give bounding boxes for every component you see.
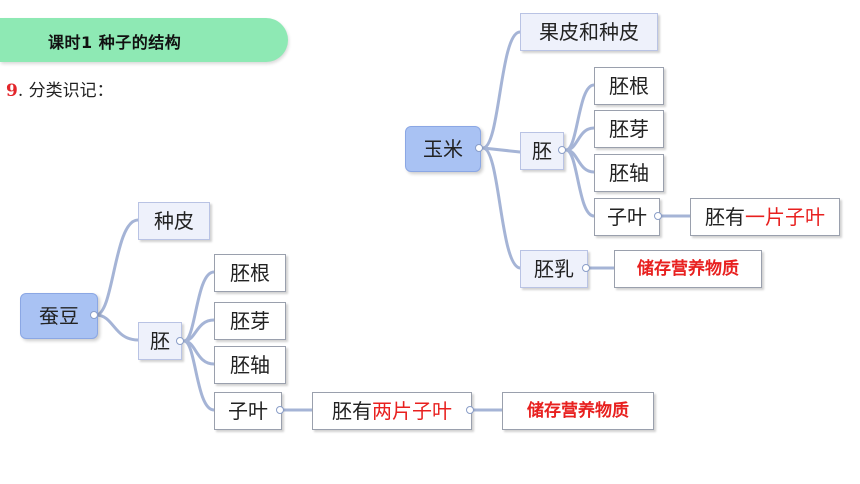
question-text: . 分类识记：: [17, 81, 114, 101]
collapse-knob[interactable]: [582, 264, 590, 272]
section-title: 课时1 种子的结构: [48, 33, 182, 52]
collapse-knob[interactable]: [654, 212, 662, 220]
bean-embryo-node: 胚: [138, 322, 182, 360]
bean-hypocotyl-node: 胚轴: [214, 346, 286, 384]
corn-endosperm-note: 储存营养物质: [614, 250, 762, 288]
bean-radicle-node: 胚根: [214, 254, 286, 292]
bean-storage-note: 储存营养物质: [502, 392, 654, 430]
corn-hypocotyl-node: 胚轴: [594, 154, 664, 192]
question-number: 9: [6, 81, 18, 101]
bean-root-node: 蚕豆: [20, 293, 98, 339]
collapse-knob[interactable]: [176, 337, 184, 345]
bean-cotyledon-node: 子叶: [214, 392, 282, 430]
collapse-knob[interactable]: [475, 144, 483, 152]
collapse-knob[interactable]: [90, 311, 98, 319]
question-prompt: 9. 分类识记：: [6, 76, 114, 101]
collapse-knob[interactable]: [466, 406, 474, 414]
corn-plumule-node: 胚芽: [594, 110, 664, 148]
collapse-knob[interactable]: [276, 406, 284, 414]
bean-cotyledon-note: 胚有两片子叶: [312, 392, 472, 430]
bean-note-prefix: 胚有: [332, 399, 372, 423]
corn-pericarp-node: 果皮和种皮: [520, 13, 658, 51]
corn-embryo-node: 胚: [520, 132, 564, 170]
bean-seedcoat-node: 种皮: [138, 202, 210, 240]
bean-note-highlight: 两片子叶: [372, 399, 452, 423]
corn-endosperm-node: 胚乳: [520, 250, 588, 288]
corn-radicle-node: 胚根: [594, 67, 664, 105]
corn-cotyledon-note: 胚有一片子叶: [690, 198, 840, 236]
section-banner: 课时1 种子的结构: [0, 18, 288, 62]
corn-cotyledon-node: 子叶: [594, 198, 660, 236]
bean-plumule-node: 胚芽: [214, 302, 286, 340]
corn-note-highlight: 一片子叶: [745, 205, 825, 229]
corn-note-prefix: 胚有: [705, 205, 745, 229]
collapse-knob[interactable]: [558, 146, 566, 154]
corn-root-node: 玉米: [405, 126, 481, 172]
